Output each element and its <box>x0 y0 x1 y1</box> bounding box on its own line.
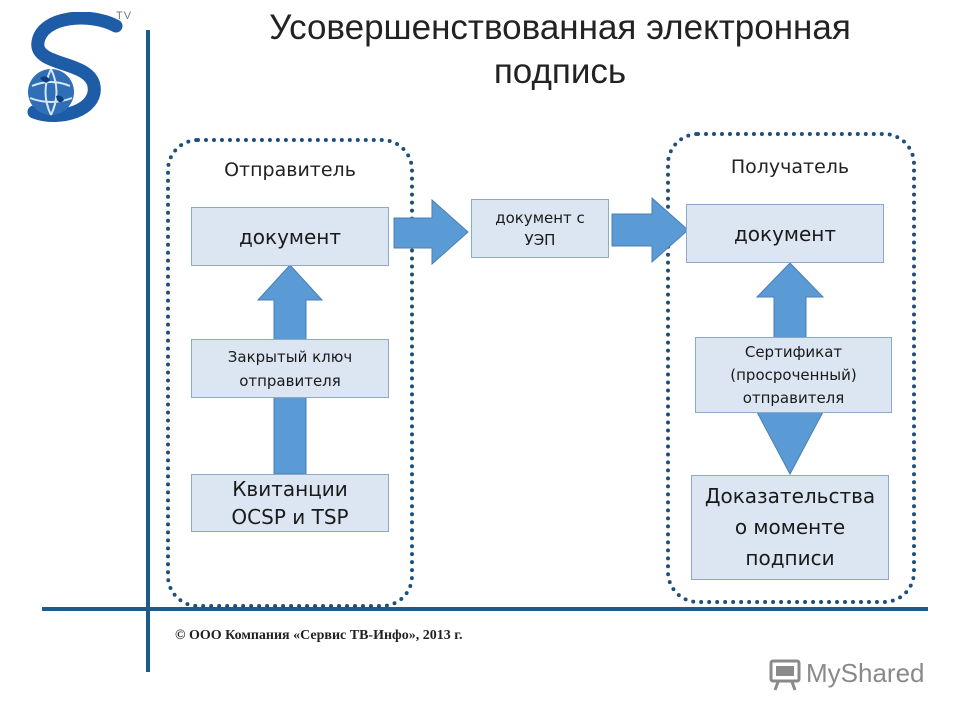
sender-label: Отправитель <box>224 159 356 181</box>
title-line-1: Усовершенствованная электронная <box>269 8 851 47</box>
private-key-line-2: отправителя <box>239 371 341 390</box>
logo-badge: TV <box>116 10 133 22</box>
right-arrow-2 <box>611 196 689 264</box>
page-title: Усовершенствованная электронная подпись <box>200 6 920 94</box>
private-key-line-1: Закрытый ключ <box>227 347 353 366</box>
receipts-box: Квитанции OCSP и TSP <box>191 474 389 532</box>
evidence-line-2: о моменте <box>734 515 846 539</box>
horizontal-rule <box>42 607 928 611</box>
recipient-label: Получатель <box>730 156 850 178</box>
copyright-text: © ООО Компания «Сервис ТВ-Инфо», 2013 г. <box>175 628 463 643</box>
certificate-line-2: (просроченный) <box>730 365 857 384</box>
presentation-icon <box>768 658 802 692</box>
evidence-line-3: подписи <box>745 546 835 570</box>
receipts-line-2: OCSP и TSP <box>231 505 349 529</box>
certificate-line-1: Сертификат <box>744 342 843 361</box>
certificate-line-3: отправителя <box>742 388 845 407</box>
right-arrow-1 <box>393 198 469 266</box>
recipient-document-text: документ <box>733 221 837 246</box>
title-line-2: подпись <box>493 52 627 91</box>
recipient-document-box: документ <box>686 204 884 263</box>
signed-document-box: документ с УЭП <box>471 199 609 258</box>
signed-document-line-1: документ с <box>495 208 585 227</box>
sender-document-text: документ <box>238 224 342 249</box>
receipts-line-1: Квитанции <box>232 477 348 501</box>
vertical-rule <box>146 30 150 672</box>
recipient-group <box>666 132 916 604</box>
watermark-text: MyShared <box>806 658 925 688</box>
private-key-box: Закрытый ключ отправителя <box>191 339 389 398</box>
company-logo <box>20 11 130 132</box>
signed-document-line-2: УЭП <box>524 230 556 249</box>
evidence-box: Доказательства о моменте подписи <box>691 475 889 580</box>
evidence-line-1: Доказательства <box>704 484 876 508</box>
certificate-box: Сертификат (просроченный) отправителя <box>695 337 892 413</box>
sender-document-box: документ <box>191 207 389 266</box>
sender-group <box>166 138 414 608</box>
